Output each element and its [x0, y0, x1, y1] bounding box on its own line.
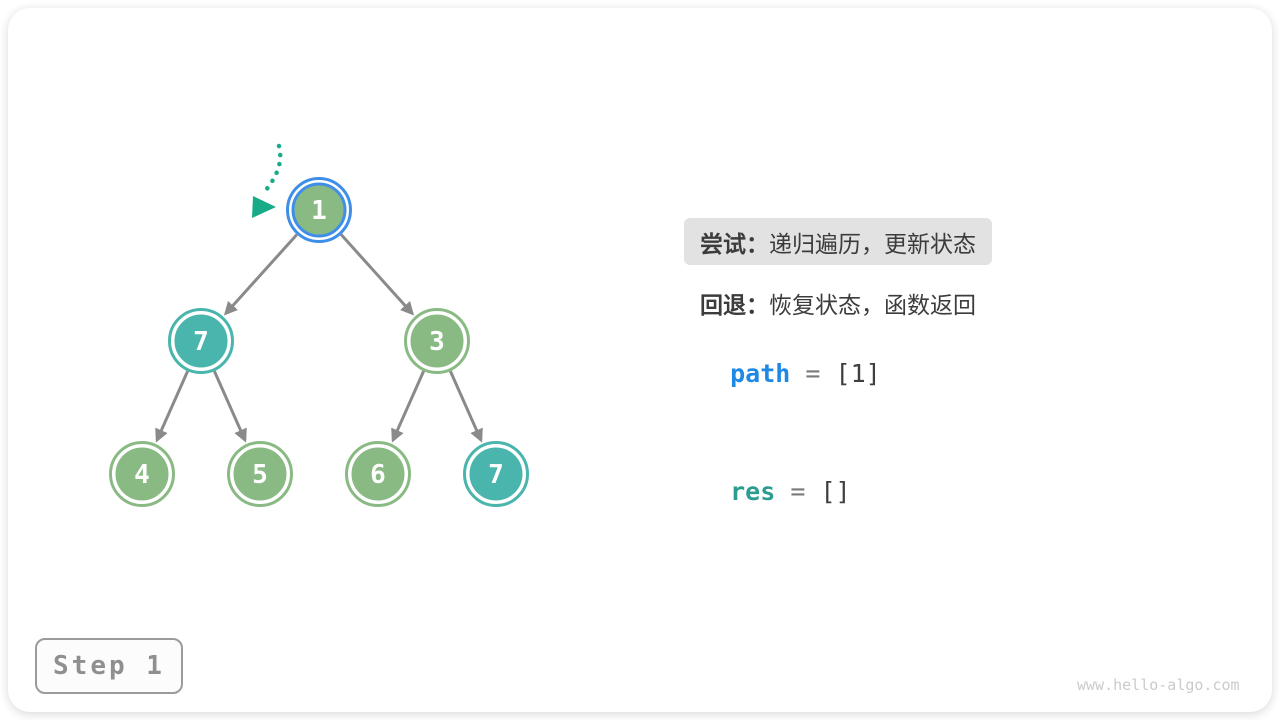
- tree-node-value: 6: [370, 460, 386, 490]
- tree-node-7: 7: [168, 308, 234, 374]
- tree-node-value: 3: [429, 327, 445, 357]
- tree-node-7: 7: [463, 441, 529, 507]
- step-badge: Step 1: [35, 638, 183, 694]
- tree-node-value: 7: [488, 460, 504, 490]
- tree-edge-n7L-n5: [213, 370, 247, 443]
- tree-edge-n3-n6: [391, 370, 425, 443]
- back-label: 回退：: [700, 291, 769, 318]
- back-text: 恢复状态，函数返回: [769, 291, 976, 318]
- path-variable-line: path = [1]: [700, 330, 881, 388]
- current-node-pointer: [252, 143, 283, 218]
- watermark: www.hello-algo.com: [1077, 676, 1240, 694]
- pointer-arrowhead-icon: [252, 196, 276, 218]
- tree-node-value: 1: [311, 196, 327, 226]
- tree-node-3: 3: [404, 308, 470, 374]
- tree-node-value: 7: [193, 327, 209, 357]
- tree-node-1: 1: [286, 177, 352, 243]
- tree-edge-n1-n3: [339, 233, 415, 316]
- try-text: 递归遍历，更新状态: [769, 230, 976, 257]
- res-variable-name: res: [730, 477, 776, 506]
- path-variable-name: path: [730, 359, 791, 388]
- path-value: [1]: [835, 359, 881, 388]
- tree-edge-n7L-n4: [155, 370, 189, 443]
- path-equals: =: [805, 359, 821, 388]
- tree-edge-n3-n7R: [449, 370, 483, 443]
- pointer-dotted-line: [263, 143, 283, 193]
- tree-node-5: 5: [227, 441, 293, 507]
- back-step-line: 回退：恢复状态，函数返回: [684, 279, 992, 326]
- res-value: []: [820, 477, 851, 506]
- tree-edge-n1-n7L: [223, 233, 299, 316]
- tree-node-value: 4: [134, 460, 150, 490]
- tree-node-value: 5: [252, 460, 268, 490]
- tree-node-6: 6: [345, 441, 411, 507]
- res-equals: =: [790, 477, 806, 506]
- tree-node-4: 4: [109, 441, 175, 507]
- try-label: 尝试：: [700, 230, 769, 257]
- step-badge-label: Step 1: [53, 651, 165, 681]
- tree-nodes: 1 7 3 4 5 6 7: [109, 177, 529, 507]
- try-step-line: 尝试：递归遍历，更新状态: [684, 218, 992, 265]
- res-variable-line: res = []: [700, 448, 851, 506]
- tree-edges: [155, 233, 483, 443]
